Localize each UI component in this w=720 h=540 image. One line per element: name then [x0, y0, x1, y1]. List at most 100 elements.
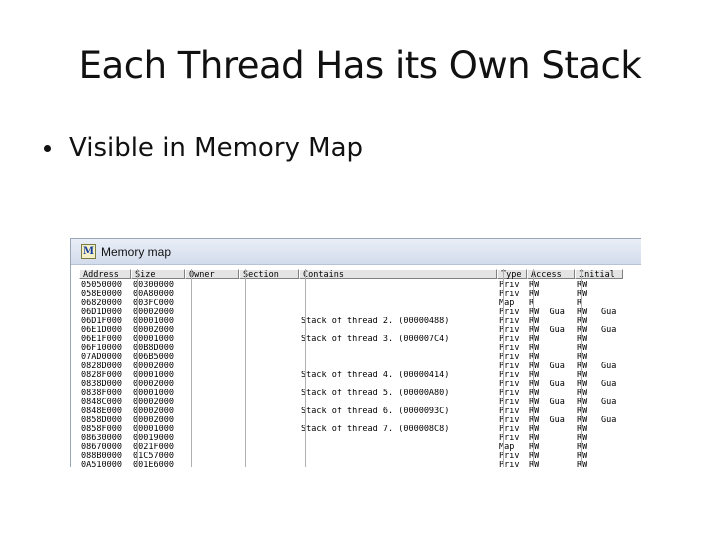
column-header-section[interactable]: Section — [239, 269, 299, 280]
cell-access: RW — [529, 371, 540, 380]
cell-initial: RW — [577, 308, 588, 317]
memory-map-icon: M — [81, 244, 96, 259]
cell-initial: RW — [577, 362, 588, 371]
cell-address: 06F10000 — [81, 344, 122, 353]
cell-contains: Stack of thread 5. (00000A80) — [301, 389, 450, 398]
cell-initial-extra: Gua — [601, 398, 617, 407]
cell-size: 003FC000 — [133, 299, 174, 308]
cell-size: 0021F000 — [133, 443, 174, 452]
cell-size: 00002000 — [133, 416, 174, 425]
cell-type: Priv — [499, 362, 520, 371]
cell-address: 0828D000 — [81, 362, 122, 371]
cell-address: 0A510000 — [81, 461, 122, 467]
bullet-item: Visible in Memory Map — [44, 133, 363, 163]
memory-map-window: M Memory map Address Size Owner Section … — [70, 238, 641, 467]
bullet-dot-icon — [44, 144, 51, 152]
cell-initial-extra: Gua — [601, 380, 617, 389]
cell-address: 0838D000 — [81, 380, 122, 389]
cell-address: 0838F000 — [81, 389, 122, 398]
cell-access: RW — [529, 290, 540, 299]
cell-type: Priv — [499, 326, 520, 335]
window-titlebar[interactable]: M Memory map — [71, 239, 641, 265]
cell-initial: RW — [577, 443, 588, 452]
column-divider — [503, 269, 504, 467]
column-divider — [191, 269, 192, 467]
cell-type: Map — [499, 443, 515, 452]
cell-type: Priv — [499, 425, 520, 434]
cell-type: Priv — [499, 461, 520, 467]
cell-address: 0828F000 — [81, 371, 122, 380]
cell-initial: RW — [577, 317, 588, 326]
cell-initial: R — [577, 299, 583, 308]
column-header-access[interactable]: Access — [527, 269, 575, 280]
cell-type: Map — [499, 299, 515, 308]
cell-access: RW — [529, 443, 540, 452]
column-header-contains[interactable]: Contains — [299, 269, 497, 280]
cell-initial-extra: Gua — [601, 326, 617, 335]
cell-access: RW Gua — [529, 362, 565, 371]
cell-size: 00002000 — [133, 398, 174, 407]
cell-access: RW — [529, 425, 540, 434]
cell-address: 06E1F000 — [81, 335, 122, 344]
table-row[interactable]: 0828D000 00002000 Priv RW Gua RW Gua — [79, 362, 641, 371]
cell-address: 07AD0000 — [81, 353, 122, 362]
cell-initial: RW — [577, 452, 588, 461]
cell-initial: RW — [577, 290, 588, 299]
cell-initial: RW — [577, 281, 588, 290]
cell-access: RW — [529, 407, 540, 416]
slide-title: Each Thread Has its Own Stack — [78, 44, 642, 87]
column-header-type[interactable]: Type — [497, 269, 527, 280]
cell-initial: RW — [577, 380, 588, 389]
cell-contains: Stack of thread 6. (0000093C) — [301, 407, 450, 416]
column-header-initial[interactable]: Initial — [575, 269, 623, 280]
cell-access: RW Gua — [529, 308, 565, 317]
cell-size: 00001000 — [133, 317, 174, 326]
cell-type: Priv — [499, 344, 520, 353]
cell-size: 01C57000 — [133, 452, 174, 461]
cell-initial: RW — [577, 407, 588, 416]
cell-initial: RW — [577, 371, 588, 380]
cell-address: 06D1D000 — [81, 308, 122, 317]
cell-access: RW — [529, 344, 540, 353]
column-header-size[interactable]: Size — [131, 269, 185, 280]
cell-access: R — [529, 299, 535, 308]
column-header-owner[interactable]: Owner — [185, 269, 239, 280]
cell-access: RW — [529, 317, 540, 326]
cell-address: 0858D000 — [81, 416, 122, 425]
cell-contains: Stack of thread 4. (00000414) — [301, 371, 450, 380]
cell-size: 00002000 — [133, 326, 174, 335]
cell-access: RW — [529, 389, 540, 398]
cell-address: 058E0000 — [81, 290, 122, 299]
window-title: Memory map — [101, 244, 172, 259]
cell-type: Priv — [499, 416, 520, 425]
cell-initial: RW — [577, 389, 588, 398]
column-header-address[interactable]: Address — [79, 269, 131, 280]
cell-type: Priv — [499, 281, 520, 290]
cell-access: RW Gua — [529, 398, 565, 407]
cell-size: 00002000 — [133, 362, 174, 371]
cell-size: 00001000 — [133, 335, 174, 344]
cell-initial-extra: Gua — [601, 362, 617, 371]
cell-address: 0848C000 — [81, 398, 122, 407]
